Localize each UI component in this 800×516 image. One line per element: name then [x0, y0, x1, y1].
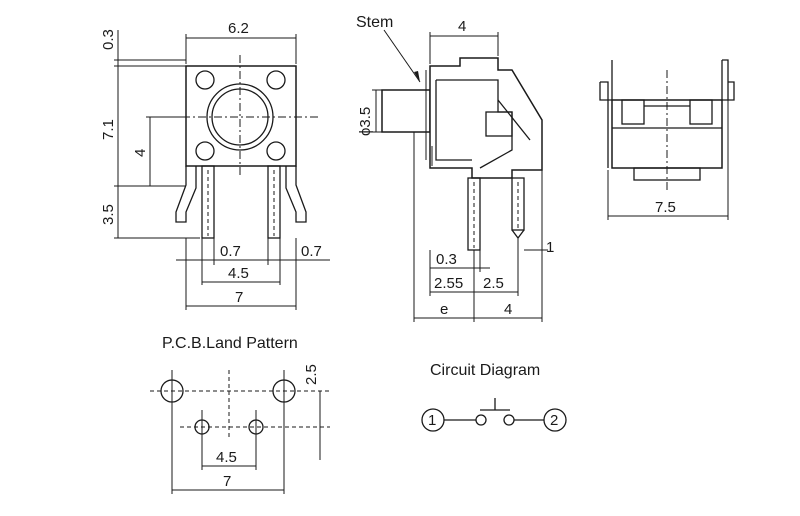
circuit-diagram: Circuit Diagram 1 2: [421, 362, 567, 432]
side-view: Stem 4 ϕ3.5 0.3 1 2.55 2.5 e 4: [356, 14, 554, 322]
front-body: [185, 65, 297, 167]
dim-pin-pitch: 4.5: [216, 449, 237, 466]
dim-overall-width: 7: [235, 289, 243, 306]
terminal-2-circle: [543, 408, 567, 432]
front-hole-br: [266, 141, 286, 161]
pcb-title: P.C.B.Land Pattern: [162, 335, 298, 352]
dim-lead-width-left: 0.7: [220, 243, 241, 260]
dim-e-label: e: [440, 301, 448, 318]
dim-lead-pitch: 4.5: [228, 265, 249, 282]
front-view: 6.2 0.3 7.1 3.5 4 0.7 0.7 4.5 7: [100, 20, 330, 310]
dim-stem-diameter: ϕ3.5: [357, 107, 374, 136]
dim-lead-width-right: 0.7: [301, 243, 322, 260]
side-lead-right: [511, 177, 525, 231]
side-stem: [381, 89, 431, 133]
end-view: 7.5: [599, 59, 735, 220]
dim-lead-length: 3.5: [100, 204, 117, 225]
front-lead-right: [285, 166, 307, 223]
dim-lead-tip: 1: [546, 239, 554, 256]
dim-lead-gap: 2.5: [483, 275, 504, 292]
dim-top-depth: 4: [458, 18, 466, 35]
dim-end-width: 7.5: [655, 199, 676, 216]
front-hole-tr: [266, 70, 286, 90]
terminal-2-label: 2: [550, 412, 558, 429]
dim-offset: 2.55: [434, 275, 463, 292]
dim-inner-height: 4: [132, 149, 149, 157]
front-hole-bl: [195, 141, 215, 161]
dim-base-depth: 4: [504, 301, 512, 318]
front-lead-left: [175, 166, 197, 223]
dim-row-spacing: 2.5: [303, 364, 320, 385]
dim-width-top: 6.2: [228, 20, 249, 37]
pcb-land-pattern: P.C.B.Land Pattern 2.5 4.5 7: [150, 335, 330, 494]
front-hole-tl: [195, 70, 215, 90]
dim-top-gap: 0.3: [100, 29, 117, 50]
stem-label: Stem: [356, 14, 393, 31]
dim-body-height: 7.1: [100, 119, 117, 140]
circuit-title: Circuit Diagram: [430, 362, 540, 379]
terminal-1-label: 1: [428, 412, 436, 429]
dim-lead-thickness: 0.3: [436, 251, 457, 268]
dim-mount-pitch: 7: [223, 473, 231, 490]
